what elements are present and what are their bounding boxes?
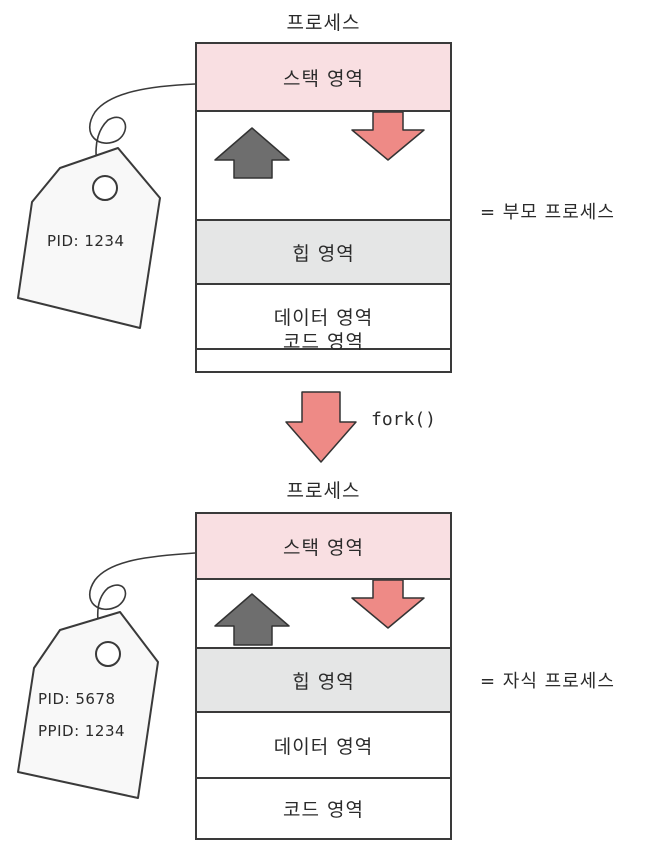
child-code-segment: 코드 영역 bbox=[283, 799, 364, 821]
parent-tag-hole bbox=[92, 175, 118, 201]
parent-code-segment: 코드 영역 bbox=[283, 330, 364, 353]
child-up-arrow bbox=[214, 593, 290, 646]
parent-tag bbox=[17, 147, 161, 329]
child-tag bbox=[17, 611, 159, 799]
parent-up-arrow bbox=[214, 127, 290, 179]
child-tag-string bbox=[88, 552, 196, 651]
child-stack-segment: 스택 영역 bbox=[197, 514, 450, 580]
parent-stack-segment: 스택 영역 bbox=[197, 44, 450, 112]
child-process-label: = 자식 프로세스 bbox=[480, 671, 615, 692]
parent-heap-segment: 힙 영역 bbox=[197, 221, 450, 285]
child-down-arrow bbox=[351, 579, 425, 629]
parent-process-title: 프로세스 bbox=[286, 12, 361, 34]
parent-process-label: = 부모 프로세스 bbox=[480, 202, 615, 223]
parent-down-arrow bbox=[351, 111, 425, 161]
child-heap-segment: 힙 영역 bbox=[197, 649, 450, 713]
child-tag-pid: PID: 5678 bbox=[38, 690, 116, 708]
fork-arrow bbox=[285, 391, 357, 463]
child-data-segment: 데이터 영역 bbox=[197, 713, 450, 779]
child-process-title: 프로세스 bbox=[286, 480, 361, 502]
parent-gap-segment bbox=[197, 112, 450, 221]
child-process-memory: 스택 영역 힙 영역 데이터 영역 코드 영역 bbox=[195, 512, 452, 840]
child-gap-segment bbox=[197, 580, 450, 649]
parent-tag-string bbox=[88, 83, 196, 183]
child-tag-hole bbox=[95, 641, 121, 667]
child-tag-ppid: PPID: 1234 bbox=[38, 722, 126, 740]
parent-data-segment: 데이터 영역 bbox=[197, 285, 450, 350]
parent-process-memory: 스택 영역 힙 영역 데이터 영역 bbox=[195, 42, 452, 373]
fork-label: fork() bbox=[371, 409, 437, 430]
parent-tag-pid: PID: 1234 bbox=[47, 232, 125, 250]
